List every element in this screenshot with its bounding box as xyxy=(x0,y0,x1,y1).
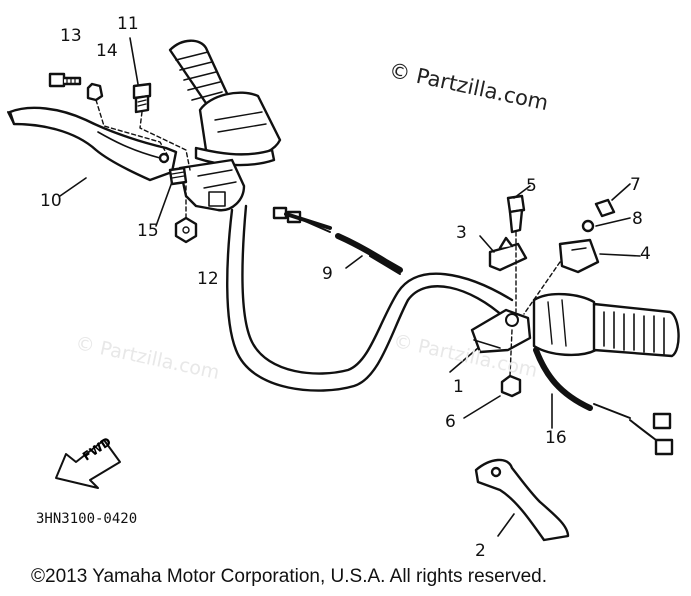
callout-9: 9 xyxy=(322,264,333,284)
callout-7: 7 xyxy=(630,175,641,195)
callout-11: 11 xyxy=(117,14,139,34)
right-grip xyxy=(532,292,680,358)
callout-5: 5 xyxy=(526,176,537,196)
washer-8 xyxy=(581,219,595,233)
switch-body-3 xyxy=(488,236,528,272)
callout-4: 4 xyxy=(640,244,651,264)
nut-6 xyxy=(500,374,522,398)
left-lever xyxy=(7,106,178,182)
bolt-11 xyxy=(132,82,152,114)
assembly-guides-left xyxy=(95,99,191,219)
fwd-arrow-icon xyxy=(55,439,121,489)
bolt-7 xyxy=(594,198,616,218)
assembly-guides-right xyxy=(509,231,561,377)
callout-6: 6 xyxy=(445,412,456,432)
bracket-1 xyxy=(470,308,532,354)
bolt-5 xyxy=(506,194,526,234)
clamp-4 xyxy=(558,238,600,274)
handlebar-tube xyxy=(226,204,514,392)
callout-12: 12 xyxy=(197,269,219,289)
left-grip xyxy=(168,39,282,167)
left-lever-bracket xyxy=(178,158,246,212)
nut-14 xyxy=(86,82,104,102)
callout-14: 14 xyxy=(96,41,118,61)
copyright-notice: ©2013 Yamaha Motor Corporation, U.S.A. A… xyxy=(31,566,547,587)
callout-leaders xyxy=(59,37,641,537)
callout-1: 1 xyxy=(453,377,464,397)
callout-15: 15 xyxy=(137,221,159,241)
cable-16 xyxy=(533,347,674,456)
callout-10: 10 xyxy=(40,191,62,211)
callout-2: 2 xyxy=(475,541,486,561)
bolt-13 xyxy=(48,72,82,88)
wire-9 xyxy=(272,206,403,275)
part-code: 3HN3100-0420 xyxy=(36,511,138,527)
bolt-15 xyxy=(168,166,188,186)
right-lever-2 xyxy=(474,458,570,542)
callout-3: 3 xyxy=(456,223,467,243)
callout-13: 13 xyxy=(60,26,82,46)
callout-16: 16 xyxy=(545,428,567,448)
nut-12 xyxy=(174,216,198,244)
callout-8: 8 xyxy=(632,209,643,229)
